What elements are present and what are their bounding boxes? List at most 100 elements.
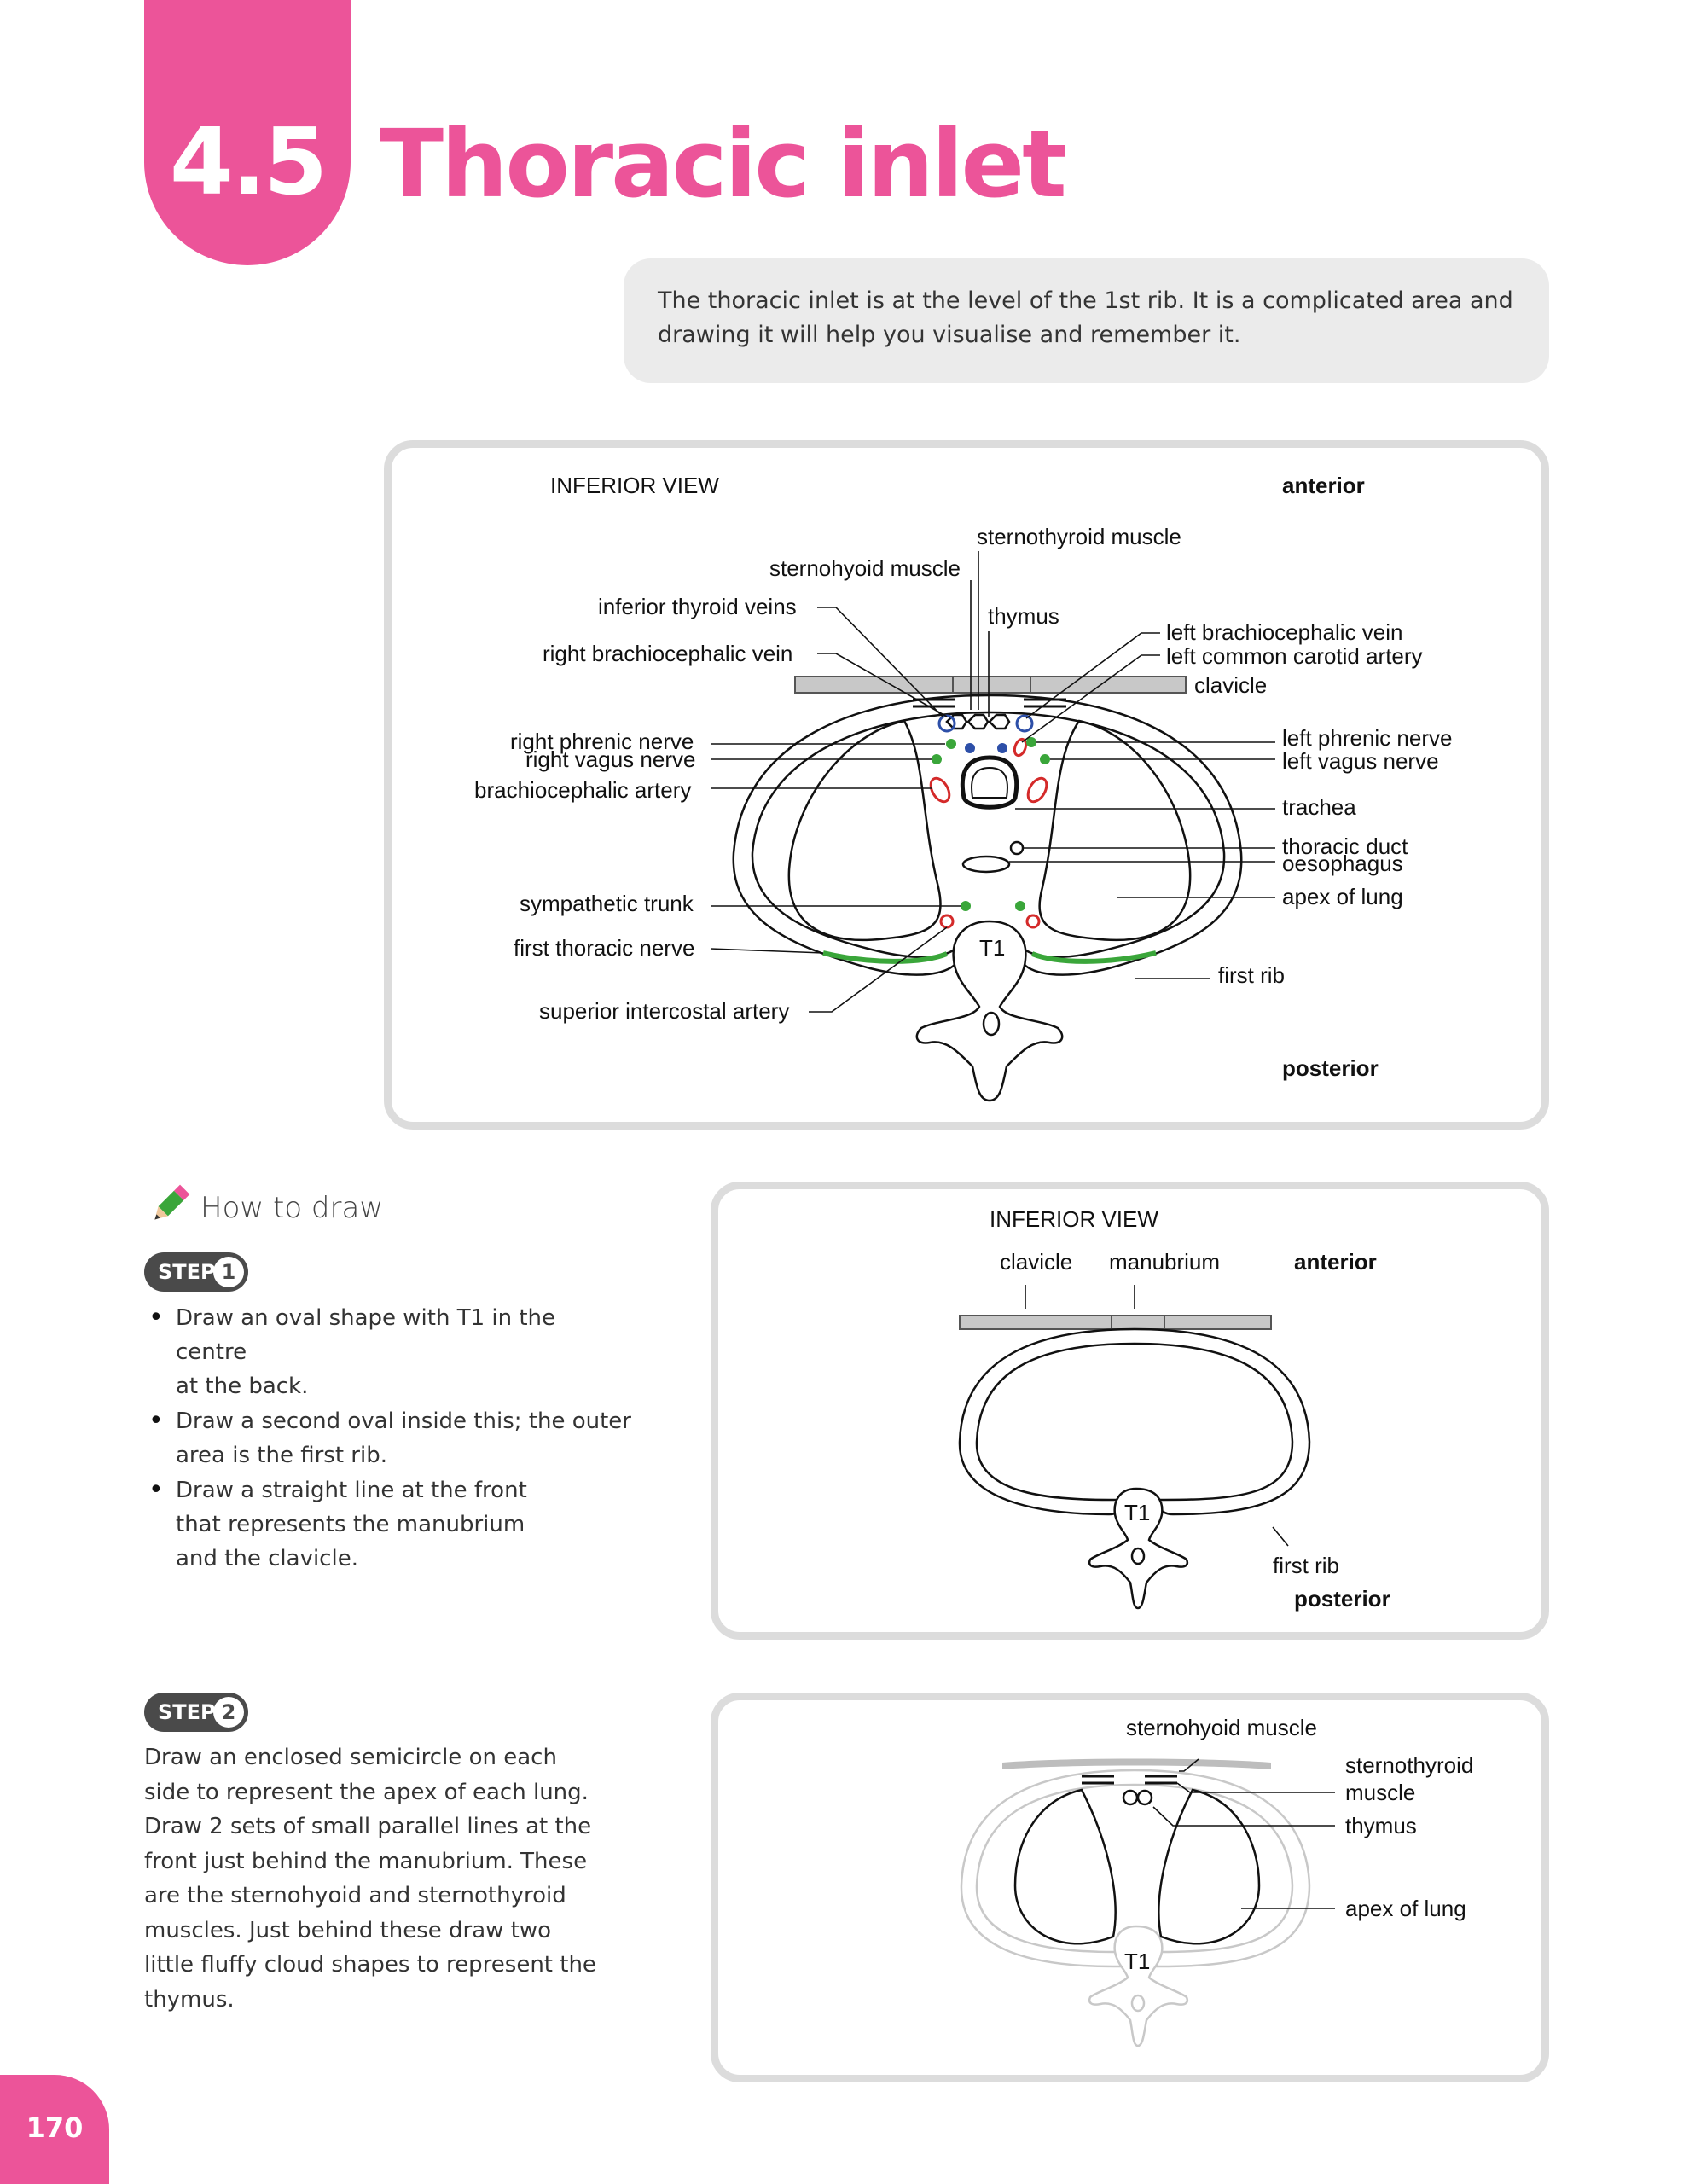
step-2-line: side to represent the apex of each lung. xyxy=(144,1775,605,1810)
left-lung-apex xyxy=(1040,721,1191,940)
step-2-line: thymus. xyxy=(144,1983,605,2018)
label-left-common-carotid-artery: left common carotid artery xyxy=(1166,643,1423,669)
step-1-figure-panel: INFERIOR VIEW clavicle manubrium anterio… xyxy=(711,1182,1549,1640)
bullet-line: Draw a second oval inside this; the oute… xyxy=(176,1404,631,1438)
label-first-thoracic-nerve: first thoracic nerve xyxy=(514,935,694,961)
step-1-bullets: Draw an oval shape with T1 in the centre… xyxy=(145,1301,631,1577)
brachiocephalic-artery xyxy=(927,775,954,805)
label-superior-intercostal-artery: superior intercostal artery xyxy=(539,998,789,1024)
step-2-badge-label: STEP xyxy=(158,1700,216,1724)
step-2-badge: STEP 2 xyxy=(144,1693,248,1732)
step-2-apex-of-lung-label: apex of lung xyxy=(1345,1896,1466,1921)
step-1-outer-oval xyxy=(960,1329,1309,1514)
label-thymus: thymus xyxy=(988,603,1059,629)
step-2-t1-vertebra xyxy=(1089,1926,1187,2046)
step-1-clavicle-label: clavicle xyxy=(1000,1249,1072,1275)
step-1-bullet: Draw an oval shape with T1 in the centre… xyxy=(145,1301,631,1403)
bullet-line: Draw an oval shape with T1 in the centre xyxy=(176,1301,631,1369)
step-2-text: Draw an enclosed semicircle on each side… xyxy=(144,1740,605,2017)
posterior-label: posterior xyxy=(1282,1055,1379,1081)
step-1-inner-oval xyxy=(977,1344,1292,1500)
label-sternohyoid-muscle: sternohyoid muscle xyxy=(769,555,961,581)
label-oesophagus: oesophagus xyxy=(1282,851,1403,876)
main-diagram: T1 xyxy=(392,448,1541,1122)
left-vagus-nerve xyxy=(1040,754,1050,764)
intro-box: The thoracic inlet is at the level of th… xyxy=(624,258,1549,383)
how-to-draw-heading: How to draw xyxy=(200,1191,383,1225)
label-brachiocephalic-artery: brachiocephalic artery xyxy=(474,777,691,803)
clavicle-bar xyxy=(795,677,1186,693)
label-sympathetic-trunk: sympathetic trunk xyxy=(520,891,694,916)
intro-line-2: drawing it will help you visualise and r… xyxy=(658,318,1515,352)
step-2-line: little fluffy cloud shapes to represent … xyxy=(144,1948,605,1983)
right-vagus-nerve xyxy=(932,754,942,764)
step-2-line: front just behind the manubrium. These xyxy=(144,1844,605,1879)
label-left-brachiocephalic-vein: left brachiocephalic vein xyxy=(1166,619,1403,645)
step-1-manubrium-label: manubrium xyxy=(1109,1249,1220,1275)
inferior-thyroid-vein-left xyxy=(997,743,1007,753)
step-1-bullet: Draw a second oval inside this; the oute… xyxy=(145,1404,631,1472)
bullet-line: at the back. xyxy=(176,1369,631,1403)
right-sympathetic-trunk xyxy=(961,901,971,911)
page-title: Thoracic inlet xyxy=(380,109,1065,218)
step-2-sternothyroid-label-2: muscle xyxy=(1345,1780,1415,1805)
step-2-line: muscles. Just behind these draw two xyxy=(144,1914,605,1949)
step-2-left-lung-apex xyxy=(1158,1790,1259,1943)
step-2-thymus-label: thymus xyxy=(1345,1813,1417,1838)
label-clavicle: clavicle xyxy=(1194,672,1267,698)
label-right-vagus-nerve: right vagus nerve xyxy=(525,746,695,772)
left-brachiocephalic-vein xyxy=(1017,716,1032,731)
bullet-line: and the clavicle. xyxy=(176,1542,631,1576)
section-number: 4.5 xyxy=(144,109,351,216)
right-lung-apex xyxy=(789,721,941,940)
left-sympathetic-trunk xyxy=(1015,901,1025,911)
label-apex-of-lung: apex of lung xyxy=(1282,884,1403,909)
step-2-sternothyroid-label-1: sternothyroid xyxy=(1345,1752,1473,1778)
left-superior-intercostal-artery xyxy=(1027,915,1039,927)
step-2-right-lung-apex xyxy=(1015,1790,1116,1943)
step-1-view-label: INFERIOR VIEW xyxy=(990,1206,1158,1232)
label-left-vagus-nerve: left vagus nerve xyxy=(1282,748,1439,774)
pencil-icon xyxy=(147,1182,193,1228)
anterior-label: anterior xyxy=(1282,473,1365,498)
left-common-carotid-artery xyxy=(1013,738,1028,758)
main-figure-panel: T1 xyxy=(384,440,1549,1130)
step-2-figure-panel: sternohyoid muscle sternothyroid muscle … xyxy=(711,1693,1549,2082)
step-2-number: 2 xyxy=(213,1697,244,1728)
label-left-phrenic-nerve: left phrenic nerve xyxy=(1282,725,1452,751)
label-sternothyroid-muscle: sternothyroid muscle xyxy=(977,524,1181,549)
bullet-line: area is the first rib. xyxy=(176,1438,631,1472)
step-1-diagram: INFERIOR VIEW clavicle manubrium anterio… xyxy=(718,1189,1541,1632)
label-first-rib: first rib xyxy=(1218,962,1285,988)
step-2-sternohyoid-label: sternohyoid muscle xyxy=(1126,1715,1317,1740)
step-2-strap-muscles xyxy=(1082,1776,1177,1783)
step-1-badge-label: STEP xyxy=(158,1260,216,1284)
oesophagus xyxy=(963,857,1009,872)
step-2-line: Draw an enclosed semicircle on each xyxy=(144,1740,605,1775)
step-2-vertebra-label: T1 xyxy=(1124,1949,1150,1974)
thymus-shape xyxy=(947,715,1009,729)
trachea xyxy=(962,758,1016,807)
step-1-first-rib-label: first rib xyxy=(1273,1553,1339,1578)
step-2-line: are the sternohyoid and sternothyroid xyxy=(144,1879,605,1914)
right-superior-intercostal-artery xyxy=(941,915,953,927)
step-1-posterior-label: posterior xyxy=(1294,1586,1390,1612)
bullet-line: Draw a straight line at the front xyxy=(176,1473,631,1507)
thoracic-duct xyxy=(1011,842,1023,854)
step-1-number: 1 xyxy=(213,1257,244,1287)
bullet-line: that represents the manubrium xyxy=(176,1507,631,1542)
inferior-thyroid-vein-right xyxy=(965,743,975,753)
label-inferior-thyroid-veins: inferior thyroid veins xyxy=(598,594,797,619)
intro-line-1: The thoracic inlet is at the level of th… xyxy=(658,284,1515,318)
step-2-line: Draw 2 sets of small parallel lines at t… xyxy=(144,1809,605,1844)
left-subclavian-artery xyxy=(1025,775,1051,805)
label-trachea: trachea xyxy=(1282,794,1356,820)
label-right-brachiocephalic-vein: right brachiocephalic vein xyxy=(543,641,792,666)
step-1-anterior-label: anterior xyxy=(1294,1249,1377,1275)
step-2-thymus-shape xyxy=(1123,1791,1152,1804)
view-label: INFERIOR VIEW xyxy=(550,473,719,498)
right-brachiocephalic-vein xyxy=(939,716,955,731)
right-phrenic-nerve xyxy=(946,739,956,749)
step-2-diagram: sternohyoid muscle sternothyroid muscle … xyxy=(718,1700,1541,2075)
vertebra-label: T1 xyxy=(979,935,1005,961)
